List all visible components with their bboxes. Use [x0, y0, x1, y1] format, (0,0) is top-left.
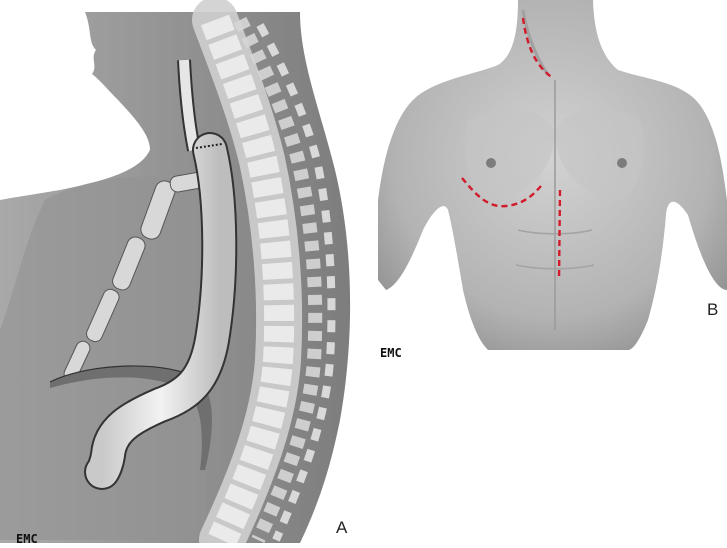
emc-logo-a: EMC: [16, 532, 38, 546]
panel-a-sagittal-diagram: A EMC: [0, 0, 360, 543]
sagittal-illustration: [0, 0, 360, 543]
emc-logo-b: EMC: [380, 346, 402, 360]
panel-b-torso-diagram: B EMC: [378, 0, 727, 360]
nipple-left: [486, 158, 496, 168]
torso-silhouette: [378, 0, 727, 350]
nipple-right: [617, 158, 627, 168]
torso-illustration: [378, 0, 727, 360]
panel-b-letter: B: [707, 300, 718, 320]
panel-a-letter: A: [336, 518, 347, 538]
